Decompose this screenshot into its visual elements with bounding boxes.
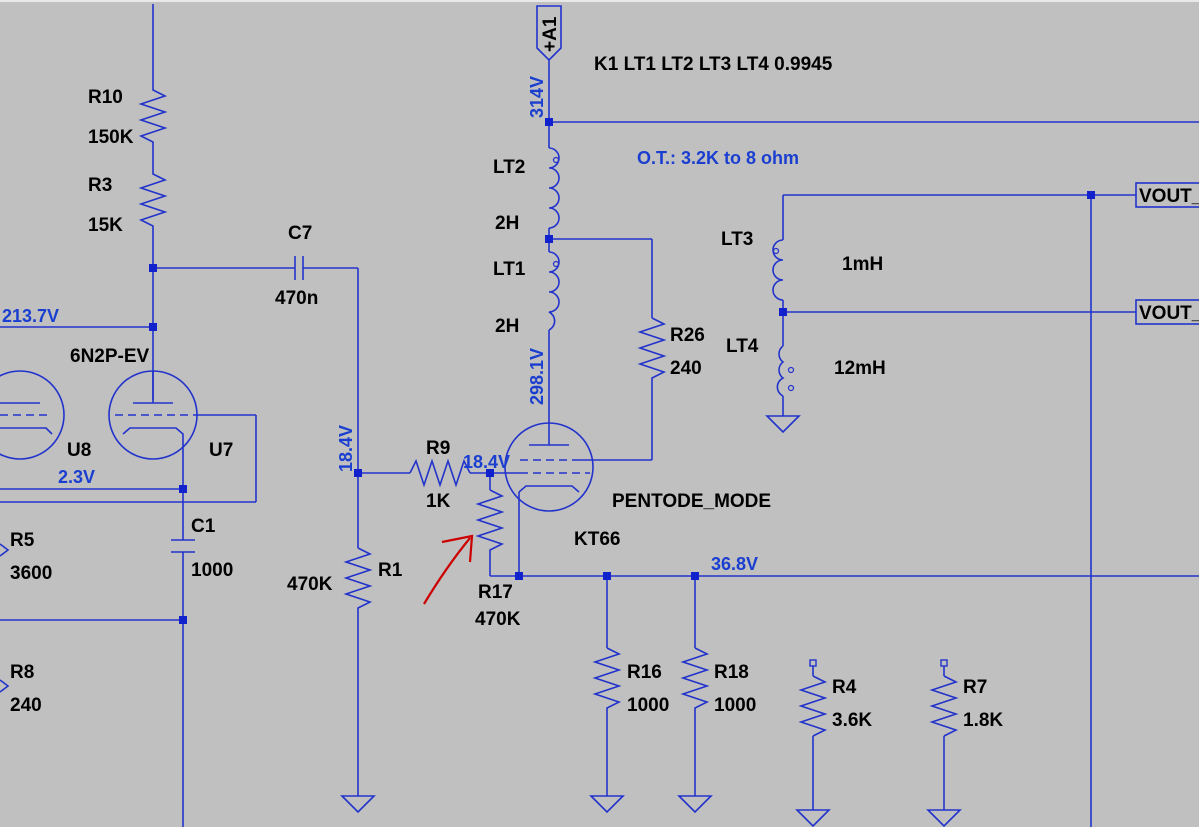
- r17-name: R17: [478, 582, 513, 603]
- tubes: [0, 370, 594, 512]
- voltage-plate-kt66: 298.1V: [527, 348, 547, 405]
- lt3-value: 1mH: [842, 254, 883, 275]
- ground-r18: [677, 795, 713, 814]
- inductor-lt1: [548, 251, 560, 331]
- resistor-r8: [0, 679, 10, 693]
- r26-value: 240: [670, 358, 702, 379]
- c1-name: C1: [191, 516, 216, 537]
- c1-value: 1000: [191, 560, 233, 581]
- r9-name: R9: [426, 438, 450, 459]
- junctions: [149, 118, 1095, 624]
- r1-name: R1: [378, 560, 403, 581]
- lt2-value: 2H: [495, 213, 519, 234]
- r26-name: R26: [670, 325, 705, 346]
- vout-mid-label: VOUT_: [1139, 303, 1199, 324]
- ground-r7: [926, 809, 962, 827]
- voltage-supply: 314V: [527, 76, 547, 118]
- ground-lt4: [765, 415, 801, 434]
- voltage-cathode-kt66: 36.8V: [711, 554, 758, 574]
- resistor-r18: [680, 647, 710, 718]
- u7-name: U7: [209, 440, 233, 461]
- r5-name: R5: [10, 530, 35, 551]
- c7-name: C7: [288, 223, 312, 244]
- vout-top-flag: VOUT_: [1135, 182, 1199, 208]
- r7-value: 1.8K: [963, 710, 1003, 731]
- ground-r1: [340, 795, 376, 814]
- u7-value: 6N2P-EV: [70, 346, 150, 367]
- r3-name: R3: [88, 175, 112, 196]
- voltage-grid-r1: 18.4V: [336, 425, 356, 472]
- lt4-value: 12mH: [834, 358, 886, 379]
- r10-value: 150K: [88, 127, 134, 148]
- spice-directive: K1 LT1 LT2 LT3 LT4 0.9945: [594, 54, 833, 75]
- pentode-mode-label: PENTODE_MODE: [612, 491, 771, 512]
- tube-u8: [0, 370, 65, 460]
- r1-value: 470K: [287, 574, 333, 595]
- inductor-lt2: [548, 147, 560, 229]
- resistor-r17: [475, 489, 505, 560]
- r16-value: 1000: [627, 695, 669, 716]
- labels: K1 LT1 LT2 LT3 LT4 0.9945 O.T.: 3.2K to …: [10, 54, 1003, 731]
- ground-r4: [795, 809, 831, 827]
- annotation-arrow: [423, 534, 474, 605]
- inductor-lt3: [772, 239, 784, 301]
- inductors: [548, 147, 795, 397]
- voltage-grid-kt66: 18.4V: [463, 452, 510, 472]
- r9-value: 1K: [426, 491, 451, 512]
- r3-value: 15K: [88, 215, 123, 236]
- tube-kt66: [504, 422, 594, 512]
- voltage-labels: 314V 213.7V 2.3V 18.4V 18.4V 298.1V 36.8…: [2, 76, 758, 574]
- inductor-lt4: [776, 345, 785, 397]
- r10-name: R10: [88, 87, 123, 108]
- r18-name: R18: [714, 662, 749, 683]
- r18-value: 1000: [714, 695, 756, 716]
- supply-flag: +A1: [536, 5, 562, 62]
- r8-value: 240: [10, 695, 42, 716]
- kt66-name: KT66: [574, 529, 620, 550]
- r8-name: R8: [10, 662, 34, 683]
- resistor-r26: [637, 317, 667, 380]
- lt1-value: 2H: [495, 316, 519, 337]
- r16-name: R16: [627, 662, 662, 683]
- resistor-r16: [592, 647, 622, 718]
- ground-r16: [589, 795, 625, 814]
- lt3-name: LT3: [721, 229, 753, 250]
- r5-value: 3600: [10, 563, 52, 584]
- resistor-r10: [138, 86, 168, 146]
- u8-name: U8: [67, 440, 91, 461]
- voltage-cathode-u8: 213.7V: [2, 306, 59, 326]
- resistor-r5: [0, 543, 10, 557]
- resistors: [0, 86, 959, 737]
- ot-note: O.T.: 3.2K to 8 ohm: [637, 148, 799, 168]
- lt1-name: LT1: [493, 259, 526, 280]
- lt4-name: LT4: [726, 336, 759, 357]
- capacitors: [171, 256, 304, 553]
- vout-top-label: VOUT_: [1139, 186, 1199, 207]
- resistor-r9: [409, 458, 471, 488]
- resistor-r7: [929, 675, 959, 737]
- voltage-grid-u7: 2.3V: [58, 467, 95, 487]
- grounds: [340, 415, 962, 827]
- c7-value: 470n: [275, 288, 318, 309]
- r4-value: 3.6K: [832, 710, 872, 731]
- resistor-r1: [343, 547, 373, 612]
- vout-mid-flag: VOUT_: [1135, 299, 1199, 325]
- wires: [0, 4, 1199, 827]
- lt2-name: LT2: [493, 157, 525, 178]
- r7-name: R7: [963, 677, 987, 698]
- r4-name: R4: [832, 677, 857, 698]
- resistor-r4: [798, 675, 828, 737]
- resistor-r3: [138, 146, 168, 234]
- r17-value: 470K: [475, 609, 521, 630]
- supply-flag-label: +A1: [540, 16, 561, 52]
